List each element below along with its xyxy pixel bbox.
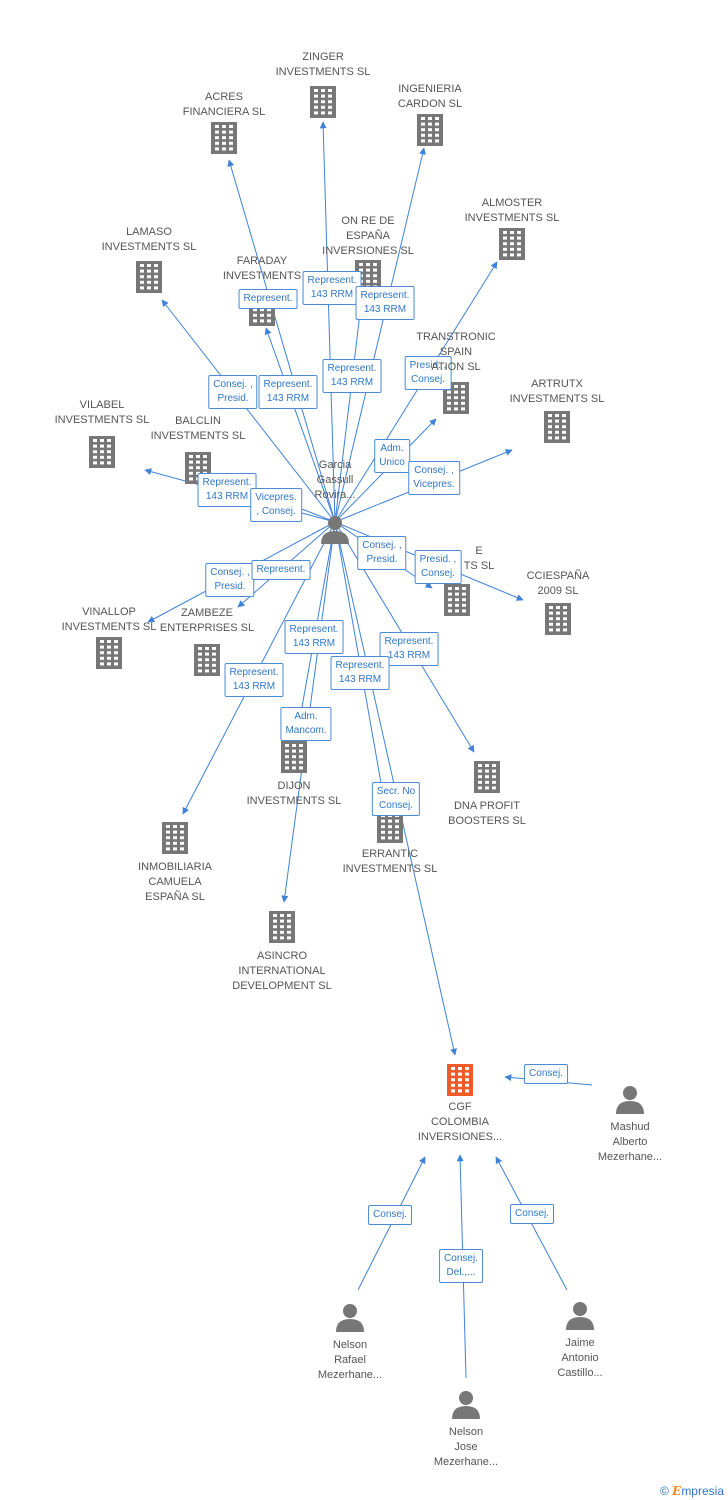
edge-garcia-lamaso [161,299,336,523]
node-label-dijon[interactable]: DIJON INVESTMENTS SL [246,780,342,807]
building-icon-ctsl[interactable] [444,584,470,616]
edge-garcia-ingenieria [334,147,426,523]
person-icon-nelsonr[interactable] [336,1304,364,1332]
node-label-garcia[interactable]: Garcia Gassull Rovira... [314,459,356,501]
edge-label-nelsonr-cgf[interactable]: Consej. [368,1205,412,1225]
edge-label-garcia-balclin[interactable]: Vicepres. , Consej. [250,488,302,522]
edge-label-garcia-ingenieria[interactable]: Represent. 143 RRM [355,286,415,320]
copyright-symbol: © [659,1484,669,1498]
edge-label-garcia-cciespana[interactable]: Presid. , Consej. [414,550,462,584]
edge-label-garcia-ctsl[interactable]: Consej. , Presid. [357,536,407,570]
node-label-ctsl[interactable]: E TS SL [463,545,495,572]
building-icon-asincro[interactable] [269,911,295,943]
node-label-nelsonr[interactable]: Nelson Rafael Mezerhane... [317,1339,383,1381]
node-label-faraday[interactable]: FARADAY INVESTMENTS [222,255,302,282]
node-label-zambeze[interactable]: ZAMBEZE ENTERPRISES SL [159,607,255,634]
node-label-ingenieria[interactable]: INGENIERIA CARDON SL [397,83,463,110]
edge-label-garcia-errantic[interactable]: Represent. 143 RRM [330,656,390,690]
node-label-lamaso[interactable]: LAMASO INVESTMENTS SL [101,226,197,253]
node-label-jaime[interactable]: Jaime Antonio Castillo... [557,1337,603,1379]
person-icon-garcia[interactable] [321,516,349,544]
edge-label-garcia-dijon[interactable]: Represent. 143 RRM [284,620,344,654]
edge-label-garcia-onre[interactable]: Represent. 143 RRM [322,359,382,393]
edge-label-garcia-acres[interactable]: Represent. 143 RRM [258,375,318,409]
node-label-asincro[interactable]: ASINCRO INTERNATIONAL DEVELOPMENT SL [232,950,332,992]
edge-garcia-zinger [319,121,336,523]
person-icon-nelsonj[interactable] [452,1391,480,1419]
edge-label-garcia-asincro[interactable]: Adm. Mancom. [280,707,332,741]
building-icon-acres[interactable] [211,122,237,154]
node-label-mashud[interactable]: Mashud Alberto Mezerhane... [597,1121,663,1163]
person-icon-mashud[interactable] [616,1086,644,1114]
edge-garcia-almoster [334,261,498,523]
node-label-balclin[interactable]: BALCLIN INVESTMENTS SL [150,415,246,442]
person-icon-jaime[interactable] [566,1302,594,1330]
brand-name: mpresia [681,1484,724,1498]
edge-label-garcia-transtronic[interactable]: Adm. Unico [374,439,410,473]
edge-label-garcia-zambeze[interactable]: Represent. [251,560,311,580]
edge-label-garcia-artrutx[interactable]: Consej. , Vicepres. [408,461,460,495]
edge-label-garcia-vilabel[interactable]: Represent. 143 RRM [197,473,257,507]
edge-label-mashud-cgf[interactable]: Consej. [524,1064,568,1084]
building-icon-vinallop[interactable] [96,637,122,669]
node-label-cgf[interactable]: CGF COLOMBIA INVERSIONES... [417,1101,503,1143]
node-label-almoster[interactable]: ALMOSTER INVESTMENTS SL [464,197,560,224]
edge-label-nelsonj-cgf[interactable]: Consej. Del.,... [439,1249,483,1283]
brand-footer[interactable]: © Empresia [660,1484,724,1498]
edge-label-garcia-cgf[interactable]: Secr. No Consej. [371,782,421,816]
building-icon-almoster[interactable] [499,228,525,260]
edge-label-garcia-almoster[interactable]: Presid. , Consej. [404,356,452,390]
building-icon-ingenieria[interactable] [417,114,443,146]
building-icon-dnaprofit[interactable] [474,761,500,793]
node-label-cciespana[interactable]: CCIESPAÑA 2009 SL [526,570,590,597]
node-label-vinallop[interactable]: VINALLOP INVESTMENTS SL [61,606,157,633]
node-label-artrutx[interactable]: ARTRUTX INVESTMENTS SL [509,378,605,405]
building-icon-artrutx[interactable] [544,411,570,443]
edge-label-garcia-vinallop[interactable]: Consej. , Presid. [205,563,255,597]
brand-initial: E [672,1484,682,1498]
edge-label-garcia-inmobiliaria[interactable]: Represent. 143 RRM [224,663,284,697]
node-label-acres[interactable]: ACRES FINANCIERA SL [182,91,266,118]
node-label-nelsonj[interactable]: Nelson Jose Mezerhane... [433,1426,499,1468]
building-icon-cgf[interactable] [447,1064,473,1096]
node-label-onre[interactable]: ON RE DE ESPAÑA INVERSIONES SL [322,215,414,257]
building-icon-zambeze[interactable] [194,644,220,676]
building-icon-lamaso[interactable] [136,261,162,293]
building-icon-inmobiliaria[interactable] [162,822,188,854]
node-label-transtronic[interactable]: TRANSTRONIC SPAIN ATION SL [416,331,496,373]
node-label-dnaprofit[interactable]: DNA PROFIT BOOSTERS SL [448,800,526,827]
building-icon-cciespana[interactable] [545,603,571,635]
building-icon-dijon[interactable] [281,741,307,773]
node-label-vilabel[interactable]: VILABEL INVESTMENTS SL [54,399,150,426]
edge-label-garcia-lamaso[interactable]: Consej. , Presid. [208,375,258,409]
building-icon-zinger[interactable] [310,86,336,118]
edge-label-garcia-faraday[interactable]: Represent. [238,289,298,309]
edge-label-jaime-cgf[interactable]: Consej. [510,1204,554,1224]
building-icon-vilabel[interactable] [89,436,115,468]
node-label-errantic[interactable]: ERRANTIC INVESTMENTS SL [342,848,438,875]
edge-garcia-onre [334,287,366,523]
edge-garcia-acres [227,159,336,523]
edge-garcia-faraday [264,327,336,523]
node-label-zinger[interactable]: ZINGER INVESTMENTS SL [275,51,371,78]
nodes-layer [89,86,644,1419]
node-label-inmobiliaria[interactable]: INMOBILIARIA CAMUELA ESPAÑA SL [138,861,212,903]
